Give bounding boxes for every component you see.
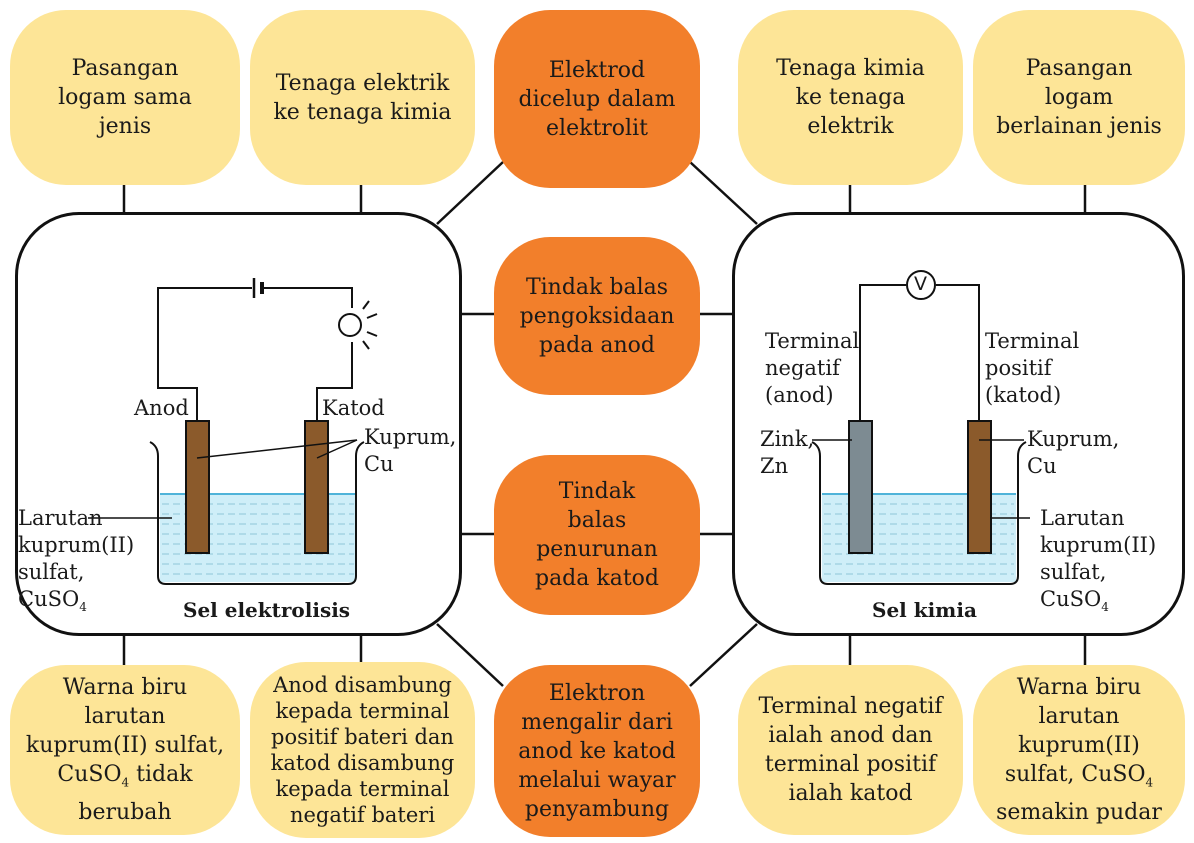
top-box-chemical-to-electric: Tenaga kimia ke tenaga elektrik: [738, 10, 963, 185]
chemical-solution-label: Larutan kuprum(II) sulfat, CuSO4: [1040, 506, 1157, 615]
bottom-box-color-unchanged: Warna biru larutan kuprum(II) sulfat, Cu…: [10, 665, 240, 835]
top-box-different-metal: Pasangan logam berlainan jenis: [973, 10, 1185, 185]
copper-label: Kuprum, Cu: [364, 425, 457, 476]
bulb-icon: [338, 313, 362, 337]
middle-box-oxidation: Tindak balas pengoksidaan pada anod: [494, 237, 700, 395]
electrolysis-cell-title: Sel elektrolisis: [183, 598, 351, 622]
bottom-box-electron-flow: Elektron mengalir dari anod ke katod mel…: [494, 665, 700, 837]
zinc-electrode: [848, 420, 873, 554]
top-box-electric-to-chemical: Tenaga elektrik ke tenaga kimia: [250, 10, 475, 185]
chemical-copper-label: Kuprum, Cu: [1027, 427, 1120, 478]
top-box-electrodes-dipped: Elektrod dicelup dalam elektrolit: [494, 10, 700, 188]
cathode-label: Katod: [322, 396, 385, 420]
voltmeter-label: V: [914, 273, 927, 295]
negative-terminal-label: Terminal negatif (anod): [765, 329, 860, 407]
bottom-box-anode-connection: Anod disambung kepada terminal positif b…: [250, 662, 475, 838]
copper-electrode: [967, 420, 992, 554]
middle-box-reduction: Tindak balas penurunan pada katod: [494, 455, 700, 615]
zinc-label: Zink, Zn: [760, 427, 815, 478]
positive-terminal-label: Terminal positif (katod): [985, 329, 1080, 407]
bottom-box-terminal-identity: Terminal negatif ialah anod dan terminal…: [738, 665, 963, 835]
top-box-same-metal: Pasangan logam sama jenis: [10, 10, 240, 185]
solution-label: Larutan kuprum(II) sulfat, CuSO4: [18, 506, 135, 615]
anode-label: Anod: [134, 396, 189, 420]
chemical-cell-title: Sel kimia: [872, 598, 977, 622]
electrolysis-cell-panel: [15, 212, 462, 636]
bottom-box-color-fades: Warna biru larutan kuprum(II) sulfat, Cu…: [973, 665, 1185, 835]
voltmeter-icon: [906, 270, 936, 300]
